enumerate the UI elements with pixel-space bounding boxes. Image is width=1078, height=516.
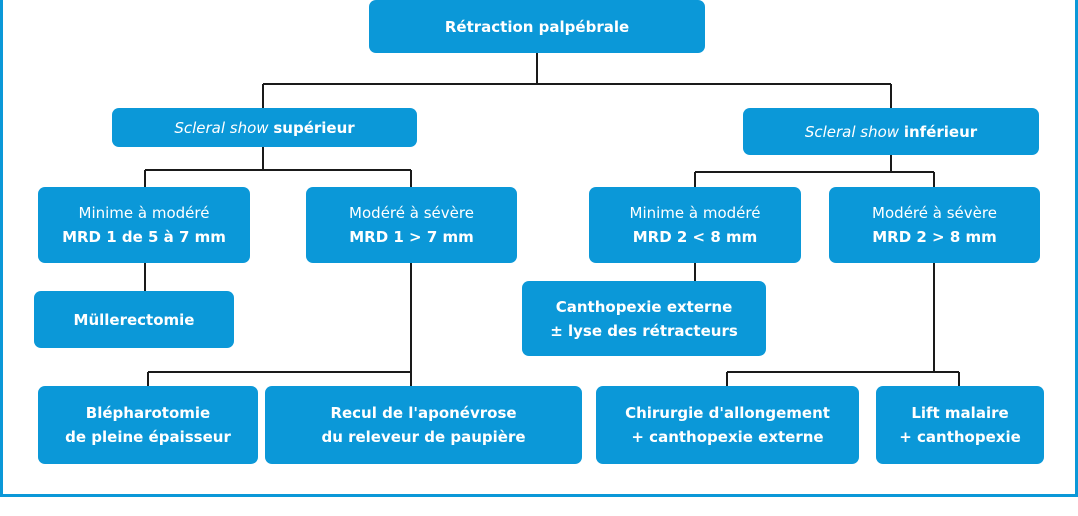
blepharotomie-line1: Blépharotomie (85, 404, 211, 422)
connector-sup-severe (147, 263, 412, 386)
inf-severe-box: Modéré à sévère MRD 2 > 8 mm (829, 187, 1040, 263)
blepharotomie-box: Blépharotomie de pleine épaisseur (38, 386, 258, 464)
connector-root (262, 53, 892, 108)
canthopexie-line1: Canthopexie externe (555, 297, 733, 316)
inf-mild-line1: Minime à modéré (629, 204, 761, 222)
root-box: Rétraction palpébrale (369, 0, 705, 53)
mullerectomie-box: Müllerectomie (34, 291, 234, 348)
canthopexie-box: Canthopexie externe ± lyse des rétracteu… (522, 281, 766, 356)
sup-severe-box: Modéré à sévère MRD 1 > 7 mm (306, 187, 517, 263)
blepharotomie-line2: de pleine épaisseur (65, 428, 231, 446)
sup-mild-line2: MRD 1 de 5 à 7 mm (62, 228, 226, 246)
superior-bold: supérieur (273, 118, 355, 137)
superior-label: Scleral show supérieur (174, 116, 354, 140)
inf-severe-line2: MRD 2 > 8 mm (872, 228, 997, 246)
inferior-box: Scleral show inférieur (743, 108, 1039, 155)
chirurgie-line2: + canthopexie externe (631, 428, 824, 446)
connector-inf-severe (726, 263, 960, 386)
lift-line1: Lift malaire (911, 404, 1009, 422)
chirurgie-line1: Chirurgie d'allongement (625, 404, 830, 422)
inferior-label: Scleral show inférieur (805, 120, 977, 144)
lift-line2: + canthopexie (899, 428, 1021, 446)
inf-mild-line2: MRD 2 < 8 mm (632, 228, 758, 246)
inferior-italic: Scleral show (804, 122, 900, 141)
superior-box: Scleral show supérieur (112, 108, 417, 147)
connector-superior (144, 147, 412, 187)
connector-inferior (694, 155, 935, 187)
inf-severe-line1: Modéré à sévère (872, 204, 997, 222)
recul-box: Recul de l'aponévrose du releveur de pau… (265, 386, 582, 464)
sup-mild-line1: Minime à modéré (78, 204, 210, 222)
chirurgie-box: Chirurgie d'allongement + canthopexie ex… (596, 386, 859, 464)
diagram-frame (0, 0, 1078, 497)
recul-line2: du releveur de paupière (321, 428, 526, 446)
inf-mild-box: Minime à modéré MRD 2 < 8 mm (589, 187, 801, 263)
superior-italic: Scleral show (174, 118, 269, 137)
inferior-bold: inférieur (903, 122, 978, 141)
sup-mild-box: Minime à modéré MRD 1 de 5 à 7 mm (38, 187, 250, 263)
recul-line1: Recul de l'aponévrose (330, 404, 517, 422)
sup-severe-line2: MRD 1 > 7 mm (349, 228, 474, 246)
mullerectomie-label: Müllerectomie (73, 310, 195, 329)
canthopexie-line2: ± lyse des rétracteurs (550, 321, 738, 340)
root-label: Rétraction palpébrale (444, 17, 630, 36)
sup-severe-line1: Modéré à sévère (349, 204, 474, 222)
lift-box: Lift malaire + canthopexie (876, 386, 1044, 464)
